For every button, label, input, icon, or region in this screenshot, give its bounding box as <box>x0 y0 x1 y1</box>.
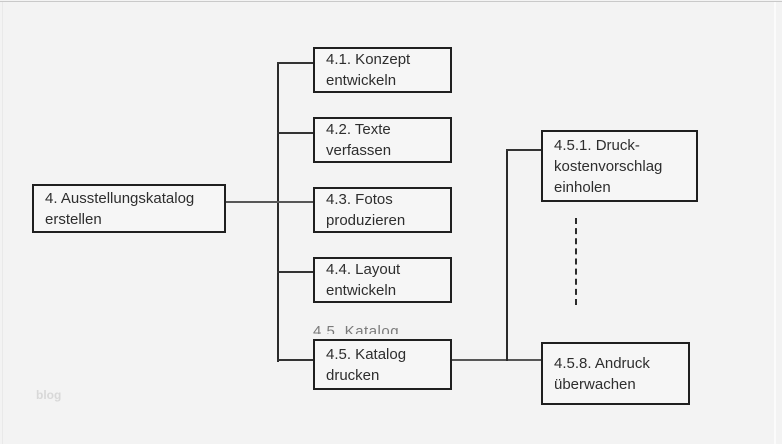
wbs-node-4-4-label: 4.4. Layout entwickeln <box>326 261 401 299</box>
wbs-node-4-5-8: 4.5.8. Andruck überwachen <box>541 342 690 405</box>
wbs-node-4-5-label: 4.5. Katalog drucken <box>326 345 407 384</box>
wbs-node-4-3-label: 4.3. Fotos produzieren <box>326 191 406 229</box>
wbs-node-4-3: 4.3. Fotos produzieren <box>313 187 452 233</box>
wbs-node-root-label: 4. Ausstellungskatalog erstellen <box>45 189 195 228</box>
connector-4-5-to-4-5-8 <box>452 359 541 361</box>
wbs-node-4-2: 4.2. Texte verfassen <box>313 117 452 163</box>
wbs-node-4-2-label: 4.2. Texte verfassen <box>326 121 392 159</box>
connector-branch-4-4 <box>277 271 313 273</box>
wbs-node-4-5-1: 4.5.1. Druck­kostenvorschlag einholen <box>541 130 698 202</box>
clipped-label-artifact: 4.5. Katalog <box>313 323 400 334</box>
wbs-node-root: 4. Ausstellungskatalog erstellen <box>32 184 226 233</box>
wbs-node-4-5: 4.5. Katalog drucken <box>313 339 452 390</box>
connector-trunk-right <box>506 149 508 361</box>
wbs-node-4-1: 4.1. Konzept entwickeln <box>313 47 452 93</box>
frame-top-line <box>0 1 782 2</box>
blog-watermark: blog <box>36 388 62 402</box>
connector-trunk-left <box>277 62 279 362</box>
frame-left-line <box>2 2 3 444</box>
connector-branch-4-1 <box>277 62 313 64</box>
connector-branch-4-2 <box>277 132 313 134</box>
connector-root-to-4-3 <box>226 201 313 203</box>
wbs-node-4-5-1-label: 4.5.1. Druck­kostenvorschlag einholen <box>554 136 663 196</box>
wbs-node-4-4: 4.4. Layout entwickeln <box>313 257 452 303</box>
wbs-node-4-1-label: 4.1. Konzept entwickeln <box>326 51 411 89</box>
frame-right-line <box>774 2 776 444</box>
wbs-node-4-5-8-label: 4.5.8. Andruck überwachen <box>554 354 650 393</box>
omitted-tasks-dashed-line <box>575 218 577 305</box>
connector-branch-4-5 <box>277 359 313 361</box>
connector-branch-4-5-1 <box>506 149 541 151</box>
